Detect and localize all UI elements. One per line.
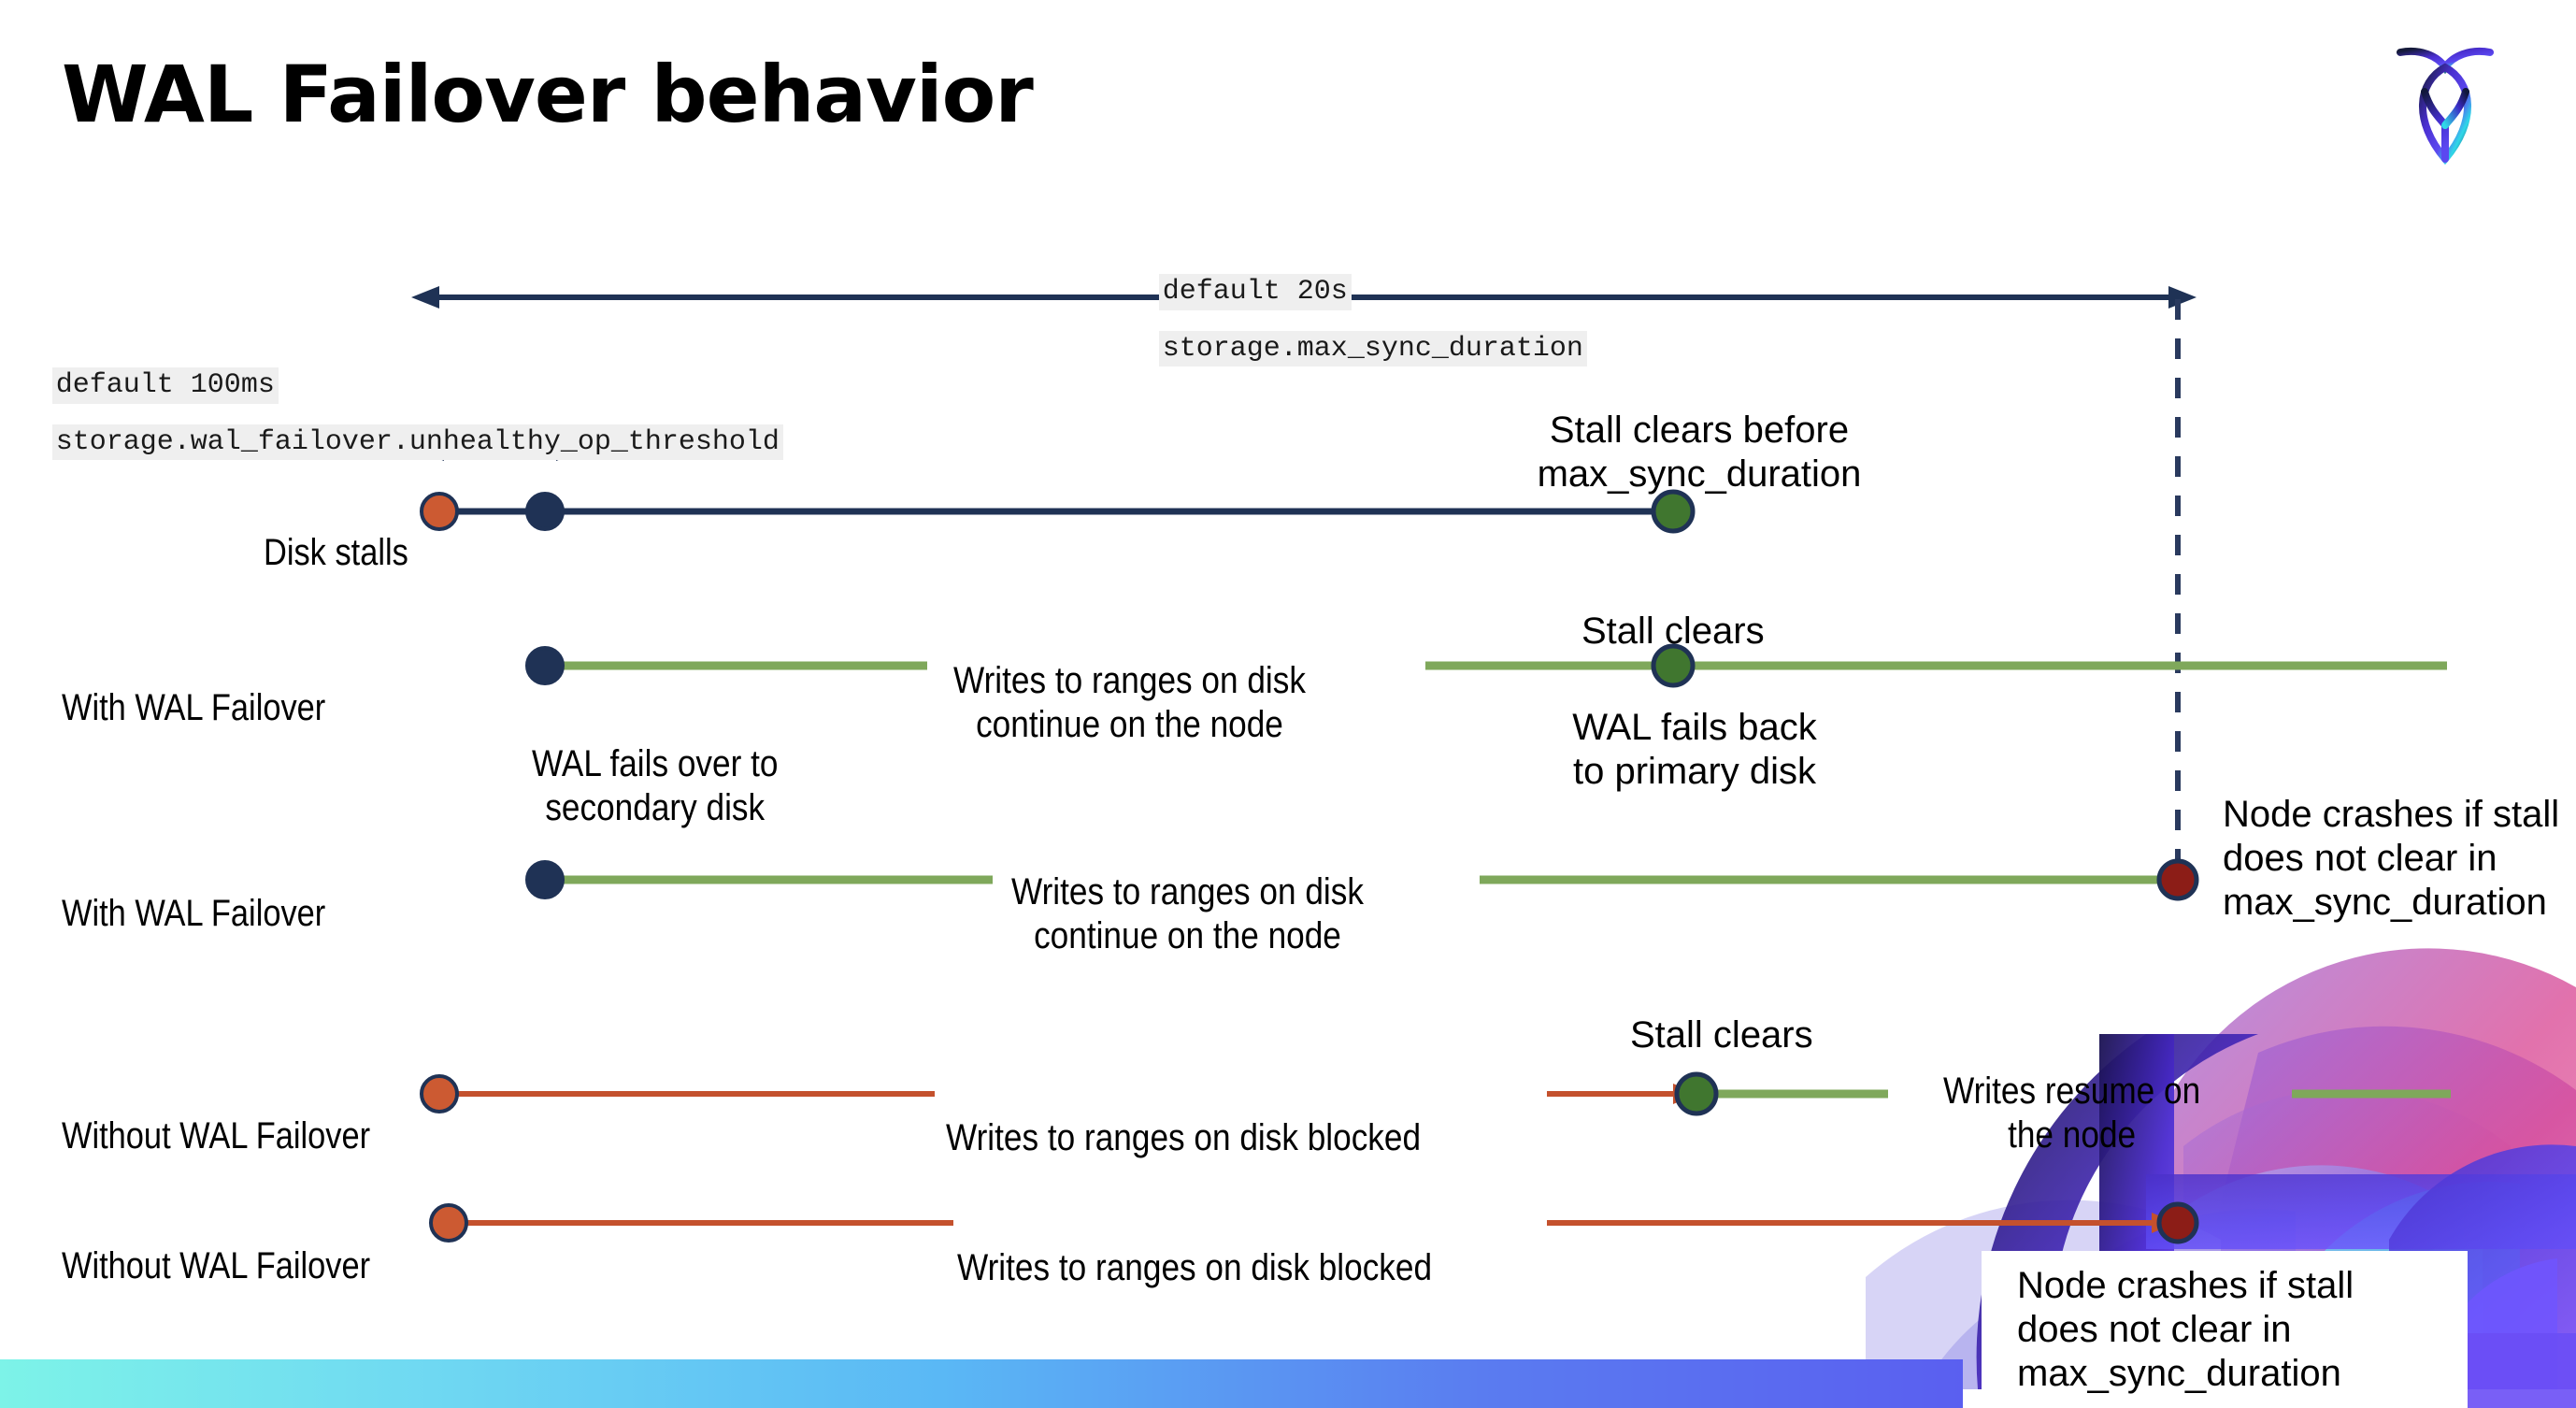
max-sync-duration-annotation: default 20s storage.max_sync_duration [1142,257,1587,383]
cockroachdb-logo [2389,28,2501,173]
row-label-disk-stalls: Disk stalls [264,532,409,573]
row-without-wal-failover-1-track [420,1071,2451,1116]
row-disk-stalls-track [420,489,1696,534]
marker-stall-clear-row1 [1651,489,1696,534]
page-title: WAL Failover behavior [62,49,1034,140]
marker-stall-start-row5 [429,1203,468,1243]
note-writes-resume: Writes resume on the node [1942,1070,2200,1156]
marker-stall-clear-row4 [1674,1071,1719,1116]
note-node-crashes-2: Node crashes if stall does not clear in … [2017,1265,2354,1395]
note-wal-fails-back: WAL fails back to primary disk [1572,707,1817,793]
marker-wal-failover-row2 [525,646,565,685]
row-label-with-wal-failover-1: With WAL Failover [62,687,326,728]
unhealthy-op-default-value: default 100ms [51,367,279,404]
row-without-wal-failover-2-track [429,1201,2199,1244]
row-label-without-wal-failover-2: Without WAL Failover [62,1245,371,1286]
marker-node-crash-row5 [2156,1201,2199,1244]
note-wal-fails-over: WAL fails over to secondary disk [532,743,779,828]
row-with-wal-failover-2-track [525,858,2199,901]
marker-stall-start-row4 [420,1074,459,1113]
marker-stall-start-row1 [420,492,459,531]
marker-wal-failover-row3 [525,860,565,899]
max-sync-setting-name: storage.max_sync_duration [1158,330,1587,367]
row-with-wal-failover-1-track [525,643,2447,688]
unhealthy-op-threshold-annotation: default 100ms storage.wal_failover.unhea… [36,351,783,477]
row-label-with-wal-failover-2: With WAL Failover [62,893,326,934]
note-stall-clears-2: Stall clears [1630,1014,1813,1056]
marker-node-crash-row3 [2156,858,2199,901]
note-writes-blocked-2: Writes to ranges on disk blocked [957,1247,1433,1289]
note-writes-blocked-1: Writes to ranges on disk blocked [946,1117,1422,1159]
note-stall-clears-1: Stall clears [1581,611,1765,652]
marker-stall-clear-row2 [1651,643,1696,688]
unhealthy-op-setting-name: storage.wal_failover.unhealthy_op_thresh… [51,424,783,461]
note-stall-clears-before: Stall clears before max_sync_duration [1537,409,1862,496]
note-writes-continue-1: Writes to ranges on disk continue on the… [952,660,1306,745]
row-label-without-wal-failover-1: Without WAL Failover [62,1115,371,1157]
note-node-crashes-1: Node crashes if stall does not clear in … [2223,794,2560,924]
note-writes-continue-2: Writes to ranges on disk continue on the… [1010,871,1364,956]
bottom-gradient-bar [0,1359,1963,1408]
marker-failover-threshold-row1 [525,492,565,531]
note-backdrop-box [1982,1251,2468,1408]
max-sync-default-value: default 20s [1158,274,1352,310]
